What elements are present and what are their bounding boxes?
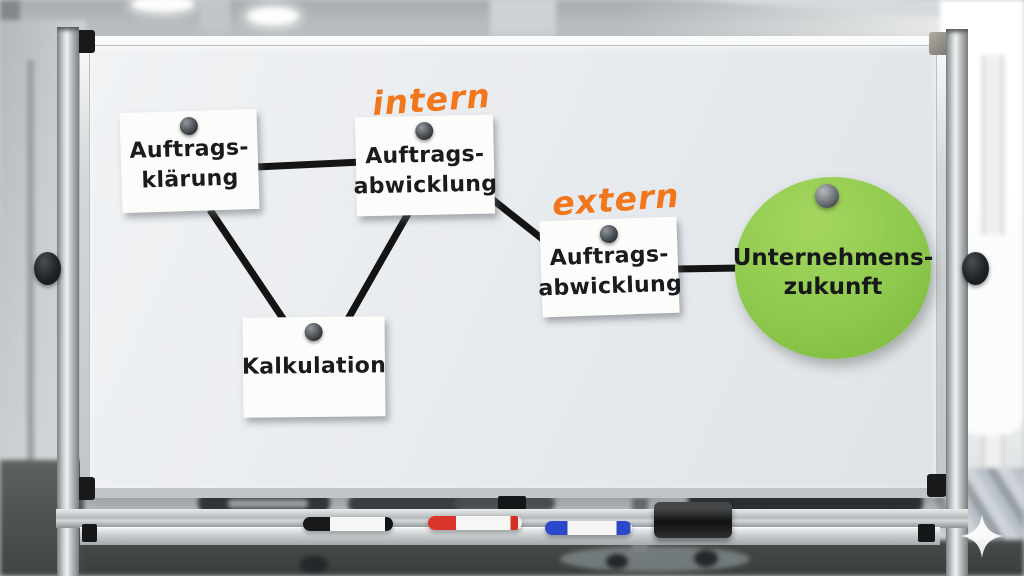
red-marker (428, 516, 522, 530)
chair-wheel (694, 550, 718, 567)
tray-bracket (498, 496, 526, 511)
ceiling-light (132, 0, 194, 11)
sparkle-star-icon (960, 514, 1004, 558)
tray-end-cap (82, 524, 97, 542)
note-line: abwicklung (353, 170, 498, 199)
edge-abwicklung-extern-zukunft (675, 264, 743, 273)
wall-edge (27, 60, 34, 480)
goal-line: Unternehmens- (732, 245, 934, 271)
note-line: klärung (141, 165, 239, 194)
sticky-note-kalkulation: Kalkulation (241, 316, 387, 418)
stand-post-left (57, 27, 79, 576)
floor (0, 540, 1024, 576)
note-line: Kalkulation (241, 353, 387, 380)
tag-intern: intern (370, 75, 492, 124)
stand-post-right (946, 29, 968, 576)
push-pin-icon (599, 224, 618, 244)
stand-knob-right (962, 252, 989, 285)
blue-marker (545, 521, 632, 535)
goal-line: zukunft (783, 274, 883, 300)
chair-wheel (606, 554, 628, 569)
frame-corner-cap (927, 474, 950, 497)
sticky-note-auftragsklaerung: Auftrags- klärung (119, 108, 260, 214)
magnet-icon (815, 184, 839, 208)
chair-base (560, 546, 750, 572)
board-eraser (654, 502, 732, 538)
sticky-note-auftragsabwicklung-intern: Auftrags- abwicklung (353, 114, 498, 217)
note-line: Auftrags- (549, 241, 670, 272)
edge-abwicklung-intern-kalkulation (340, 210, 413, 328)
stand-knob-left (34, 252, 61, 285)
push-pin-icon (304, 322, 323, 342)
edge-klaerung-kalkulation (207, 208, 291, 328)
sticky-note-auftragsabwicklung-extern: Auftrags- abwicklung (538, 216, 682, 318)
tray-end-cap (918, 524, 935, 542)
note-line: abwicklung (537, 271, 683, 302)
chair-wheel (300, 556, 328, 574)
note-line: Auftrags- (364, 141, 485, 169)
ceiling-light (248, 8, 298, 24)
chair-arm (228, 499, 308, 508)
note-line: Auftrags- (129, 135, 250, 164)
black-marker (303, 517, 393, 531)
goal-circle-unternehmenszukunft: Unternehmens- zukunft (732, 177, 934, 359)
edge-klaerung-abwicklung-intern (255, 158, 363, 171)
push-pin-icon (179, 116, 198, 136)
